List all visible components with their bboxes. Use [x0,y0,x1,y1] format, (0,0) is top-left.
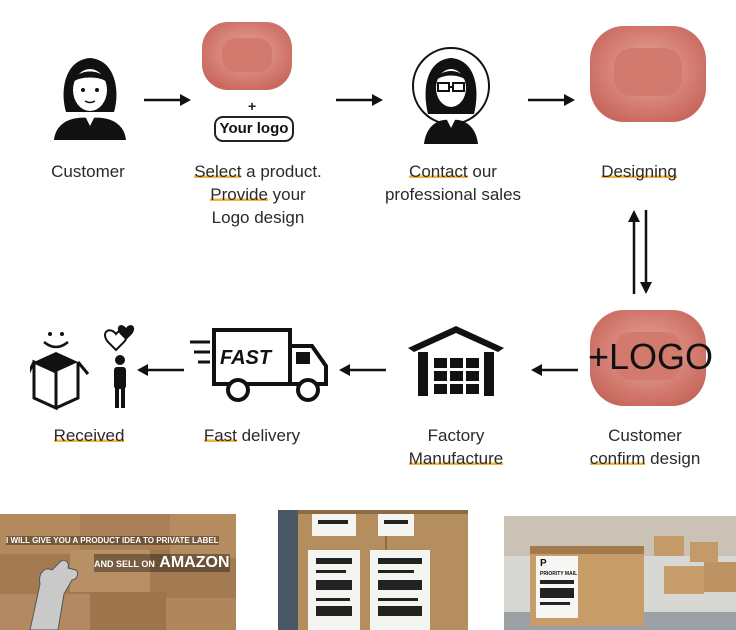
pet-bed-image [590,310,706,406]
sales-person-icon [412,47,490,144]
amazon-boxes-photo: I WILL GIVE YOU A PRODUCT IDEA TO PRIVAT… [0,514,236,630]
amazon-caption-line1: I WILL GIVE YOU A PRODUCT IDEA TO PRIVAT… [6,536,219,545]
fast-delivery-truck-icon: FAST [190,328,328,402]
step-label-fast-delivery: Fast delivery [203,426,301,445]
double-arrow-icon [628,210,652,294]
pet-bed-image [202,22,292,90]
arrow-right-icon [336,94,383,106]
step-label-customer: Customer [51,162,125,181]
arrow-right-icon [144,94,191,106]
shipping-labels-photo [278,510,468,630]
step-label-factory: Factory Manufacture [408,426,504,468]
truck-fast-text: FAST [220,347,273,369]
pet-bed-image [590,26,706,122]
received-package-icon [30,325,135,411]
arrow-right-icon [528,94,575,106]
priority-mail-photo: P PRIORITY MAIL [504,516,736,630]
step-label-confirm: Customer confirm design [589,426,701,468]
step-label-received: Received [53,426,125,445]
factory-warehouse-icon [408,326,504,396]
customer-woman-icon [54,58,126,140]
amazon-caption-line2: AND SELL ON AMAZON [94,554,230,572]
mail-priority-text: PRIORITY MAIL [540,571,578,577]
arrow-left-icon [531,364,578,376]
arrow-left-icon [339,364,386,376]
step-label-designing: Designing [601,162,677,181]
step-label-select: Select a product. Provide your Logo desi… [194,162,322,227]
step-label-contact: Contact our professional sales [384,162,522,204]
logo-overlay-text: +LOGO [588,336,714,377]
your-logo-badge: Your logo [214,116,294,142]
arrow-left-icon [137,364,184,376]
mail-p-mark: P [540,558,547,569]
plus-sign: + [248,98,257,114]
